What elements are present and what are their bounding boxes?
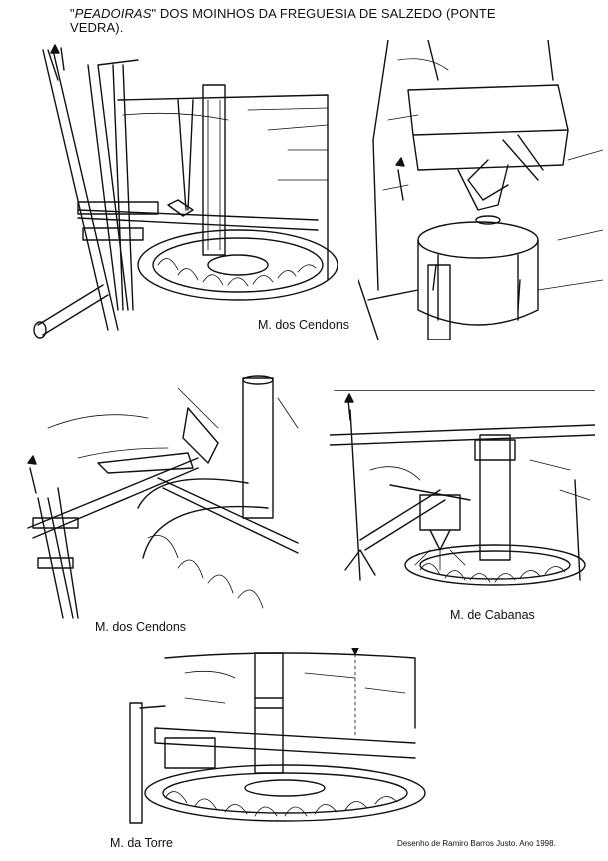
caption-cendons-2: M. dos Cendons [95,620,187,634]
drawing-mill-cabanas [330,390,595,586]
title-quote: " [70,6,75,21]
caption-cabanas: M. de Cabanas [450,608,535,622]
drawing-mill-cendons-2 [27,375,299,619]
drawing-mill-torre [129,648,426,824]
page-title: "PEADOIRAS" DOS MOINHOS DA FREGUESIA DE … [70,7,530,35]
title-italic: PEADOIRAS [74,6,152,21]
drawing-mill-cendons-1 [33,44,338,339]
caption-torre: M. da Torre [110,836,173,850]
caption-cendons-1: M. dos Cendons [258,318,350,332]
credit-text: Desenho de Ramiro Barros Justo. Ano 1998… [397,839,556,848]
title-rest: " DOS MOINHOS DA FREGUESIA DE SALZEDO (P… [70,6,496,35]
drawing-mill-hopper [358,40,603,340]
